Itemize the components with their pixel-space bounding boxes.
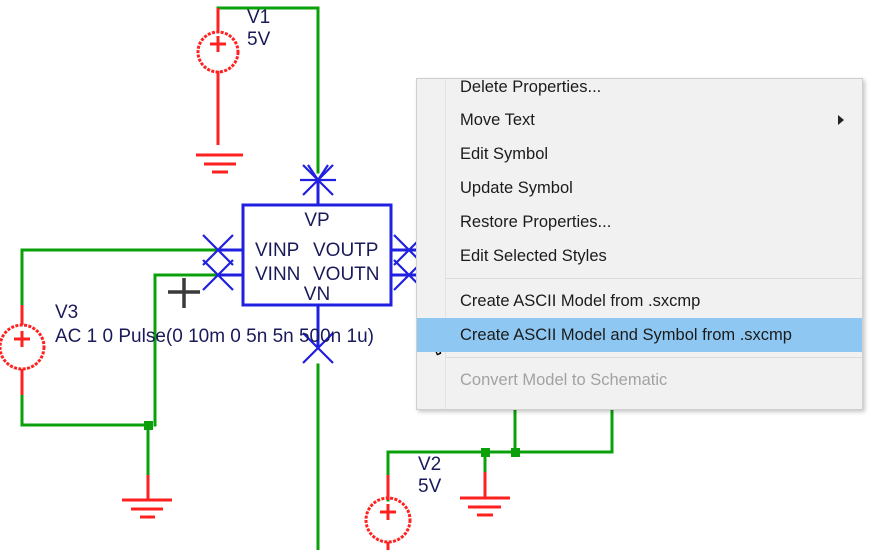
menu-item-label: Edit Selected Styles [460, 247, 607, 265]
pin-label-vp: VP [304, 210, 329, 231]
menu-separator-2 [446, 357, 862, 358]
menu-item-label: Restore Properties... [460, 213, 612, 231]
schematic-crosshair [168, 278, 200, 308]
menu-item-edit-symbol[interactable]: Edit Symbol [417, 137, 862, 171]
source-labels[interactable]: V1 5V V2 5V V3 AC 1 0 Pulse(0 10m 0 5n 5… [55, 7, 442, 497]
pin-label-vinn: VINN [255, 264, 300, 285]
source-v3[interactable] [0, 305, 46, 395]
label-v1-name: V1 [247, 7, 270, 28]
pin-label-vinp: VINP [255, 240, 299, 261]
pin-marker-vinn [202, 259, 234, 291]
label-v2-value: 5V [418, 476, 442, 497]
pin-label-voutp: VOUTP [313, 240, 378, 261]
menu-item-label: Convert Model to Schematic [460, 371, 668, 389]
junction-dot-mid-a [481, 448, 490, 457]
label-v3-value: AC 1 0 Pulse(0 10m 0 5n 5n 500n 1u) [55, 326, 374, 347]
context-menu[interactable]: Delete Properties... Move Text Edit Symb… [416, 78, 863, 410]
junction-dot-left [144, 421, 153, 430]
ground-v1 [196, 153, 243, 174]
menu-item-delete-properties[interactable]: Delete Properties... [417, 79, 862, 103]
v2-circle [364, 496, 412, 544]
pin-marker-v1-rail [307, 164, 329, 181]
pin-label-voutn: VOUTN [313, 264, 380, 285]
menu-item-create-ascii-model-and-symbol[interactable]: Create ASCII Model and Symbol from .sxcm… [417, 318, 862, 352]
menu-item-convert-model-to-schematic: Convert Model to Schematic [417, 363, 862, 397]
wire-junctions [144, 421, 520, 457]
block-pin-labels: VP VINP VINN VOUTP VOUTN VN [255, 210, 380, 305]
menu-item-label: Move Text [460, 111, 535, 129]
menu-item-label: Delete Properties... [460, 78, 602, 96]
menu-item-edit-selected-styles[interactable]: Edit Selected Styles [417, 239, 862, 273]
pin-label-vn: VN [304, 284, 330, 305]
pin-marker-vn [302, 332, 334, 364]
wire-v1-to-vp [216, 6, 320, 174]
wire-v3-bottom [20, 390, 150, 427]
menu-item-label: Create ASCII Model from .sxcmp [460, 292, 701, 310]
menu-separator-1 [446, 278, 862, 279]
menu-item-create-ascii-model[interactable]: Create ASCII Model from .sxcmp [417, 284, 862, 318]
menu-item-update-symbol[interactable]: Update Symbol [417, 171, 862, 205]
ground-v2 [460, 472, 510, 517]
amplifier-block-symbol[interactable] [218, 180, 416, 348]
label-v1-value: 5V [247, 29, 271, 50]
chevron-right-icon [838, 115, 844, 125]
v3-circle [0, 323, 46, 371]
junction-dot-mid-b [511, 448, 520, 457]
context-menu-items: Delete Properties... Move Text Edit Symb… [417, 79, 862, 397]
label-v2-name: V2 [418, 454, 441, 475]
menu-item-label: Edit Symbol [460, 145, 549, 163]
pin-marker-vinp [202, 234, 234, 266]
menu-item-move-text[interactable]: Move Text [417, 103, 862, 137]
menu-item-label: Create ASCII Model and Symbol from .sxcm… [460, 326, 792, 344]
menu-item-restore-properties[interactable]: Restore Properties... [417, 205, 862, 239]
ground-v3 [122, 475, 172, 519]
source-v2[interactable] [364, 475, 412, 550]
source-v1[interactable] [196, 8, 240, 145]
wire-v3-to-vinp [20, 248, 220, 302]
menu-item-label: Update Symbol [460, 179, 573, 197]
label-v3-name: V3 [55, 302, 78, 323]
